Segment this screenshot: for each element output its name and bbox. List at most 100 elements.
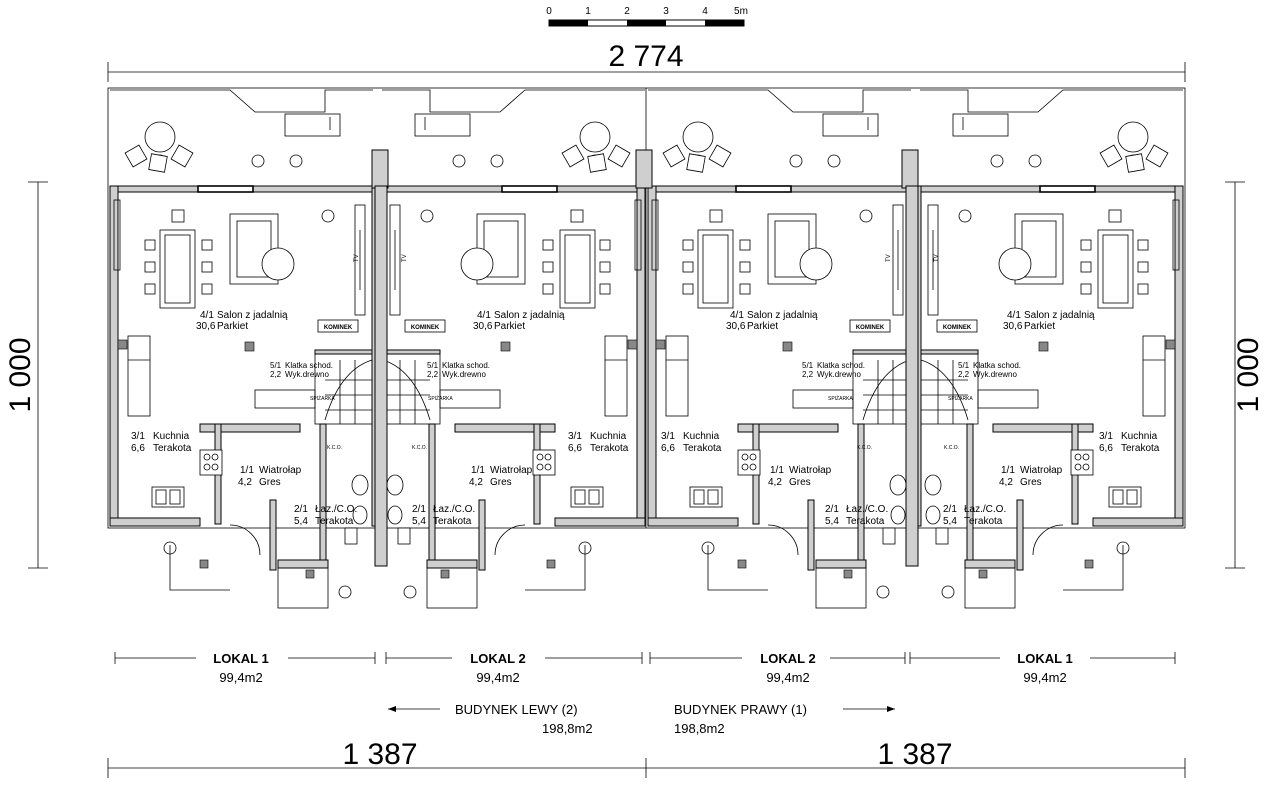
svg-text:Parkiet: Parkiet <box>217 321 248 332</box>
svg-text:Łaz./C.O.: Łaz./C.O. <box>846 504 888 515</box>
spizarka-label-2: SPIŻARKA <box>428 395 453 402</box>
svg-text:Terakota: Terakota <box>315 516 354 527</box>
room-labels-unit-4: 4/1 Salon z jadalnią 30,6 Parkiet 5/1 Kl… <box>943 310 1160 527</box>
tv-label-3: TV <box>886 254 892 262</box>
svg-text:Salon z jadalnią: Salon z jadalnią <box>494 310 565 321</box>
svg-text:Salon z jadalnią: Salon z jadalnią <box>217 310 288 321</box>
svg-text:Kuchnia: Kuchnia <box>1121 431 1158 442</box>
unit-3-name: LOKAL 2 <box>760 651 815 666</box>
kominek-label-2: KOMINEK <box>411 325 440 331</box>
unit-dimension-lines <box>114 652 1176 664</box>
tv-label-2: TV <box>402 254 408 262</box>
svg-text:4,2: 4,2 <box>469 477 483 488</box>
unit-1-area: 99,4m2 <box>219 670 262 685</box>
svg-text:Wiatrołap: Wiatrołap <box>1020 465 1063 476</box>
svg-text:Wyk.drewno: Wyk.drewno <box>442 370 486 379</box>
scale-tick-0: 0 <box>546 6 552 17</box>
svg-text:Wyk.drewno: Wyk.drewno <box>817 370 861 379</box>
svg-text:5/1: 5/1 <box>802 361 814 370</box>
svg-text:4/1: 4/1 <box>730 310 744 321</box>
svg-text:6,6: 6,6 <box>568 443 582 454</box>
side-dimensions: 1 000 1 000 <box>4 181 1265 569</box>
tv-label-4: TV <box>934 254 940 262</box>
svg-text:30,6: 30,6 <box>1003 321 1023 332</box>
svg-text:5/1: 5/1 <box>270 361 282 370</box>
svg-text:Terakota: Terakota <box>683 443 722 454</box>
building-left-area: 198,8m2 <box>542 721 593 736</box>
storage-labels: SPIŻARKA SPIŻARKA SPIŻARKA SPIŻARKA K.C.… <box>310 395 973 451</box>
svg-text:Terakota: Terakota <box>433 516 472 527</box>
svg-text:Gres: Gres <box>1020 477 1042 488</box>
unit-lokal-1-right <box>912 89 1184 609</box>
svg-text:1/1: 1/1 <box>1001 465 1015 476</box>
svg-text:Wiatrołap: Wiatrołap <box>789 465 832 476</box>
svg-text:6,6: 6,6 <box>661 443 675 454</box>
svg-text:Gres: Gres <box>259 477 281 488</box>
svg-text:Klatka schod.: Klatka schod. <box>973 361 1021 370</box>
svg-text:2/1: 2/1 <box>943 504 957 515</box>
svg-text:1/1: 1/1 <box>770 465 784 476</box>
room-labels-unit-3: 4/1 Salon z jadalnią 30,6 Parkiet 5/1 Kl… <box>661 310 888 527</box>
svg-text:2,2: 2,2 <box>802 370 814 379</box>
svg-text:Salon z jadalnią: Salon z jadalnią <box>747 310 818 321</box>
building-labels: BUDYNEK LEWY (2) 198,8m2 BUDYNEK PRAWY (… <box>388 702 895 736</box>
room-labels-unit-2: 4/1 Salon z jadalnią 30,6 Parkiet 5/1 Kl… <box>412 310 629 527</box>
unit-lokal-1-left <box>109 89 381 609</box>
top-dimension: 2 774 <box>107 40 1186 82</box>
bottom-dimensions: 1 387 1 387 <box>107 738 1186 778</box>
svg-text:2,2: 2,2 <box>427 370 439 379</box>
svg-text:Terakota: Terakota <box>964 516 1003 527</box>
unit-4-name: LOKAL 1 <box>1017 651 1072 666</box>
fireplaces: KOMINEK KOMINEK KOMINEK KOMINEK <box>317 319 978 333</box>
svg-text:5/1: 5/1 <box>427 361 439 370</box>
unit-2-area: 99,4m2 <box>476 670 519 685</box>
svg-text:Klatka schod.: Klatka schod. <box>442 361 490 370</box>
svg-text:2,2: 2,2 <box>270 370 282 379</box>
svg-text:Gres: Gres <box>490 477 512 488</box>
kco-label-2: K.C.O. <box>412 445 427 451</box>
unit-1-name: LOKAL 1 <box>213 651 268 666</box>
dimension-height-right: 1 000 <box>1232 337 1265 412</box>
svg-text:3/1: 3/1 <box>131 431 145 442</box>
scale-tick-1: 1 <box>585 6 591 17</box>
svg-text:4,2: 4,2 <box>768 477 782 488</box>
svg-text:4/1: 4/1 <box>1007 310 1021 321</box>
svg-text:4,2: 4,2 <box>999 477 1013 488</box>
kominek-label-3: KOMINEK <box>856 325 885 331</box>
svg-text:1/1: 1/1 <box>471 465 485 476</box>
svg-text:30,6: 30,6 <box>196 321 216 332</box>
svg-text:Kuchnia: Kuchnia <box>590 431 627 442</box>
scale-tick-4: 4 <box>702 6 708 17</box>
svg-text:Wiatrołap: Wiatrołap <box>490 465 533 476</box>
svg-text:4,2: 4,2 <box>238 477 252 488</box>
svg-text:2,2: 2,2 <box>958 370 970 379</box>
scale-tick-2: 2 <box>624 6 630 17</box>
svg-text:Łaz./C.O.: Łaz./C.O. <box>964 504 1006 515</box>
kco-label-3: K.C.O. <box>857 445 872 451</box>
svg-text:5,4: 5,4 <box>294 516 308 527</box>
unit-4-area: 99,4m2 <box>1023 670 1066 685</box>
svg-text:5,4: 5,4 <box>412 516 426 527</box>
svg-text:Wyk.drewno: Wyk.drewno <box>285 370 329 379</box>
svg-text:Wyk.drewno: Wyk.drewno <box>973 370 1017 379</box>
svg-text:3/1: 3/1 <box>568 431 582 442</box>
unit-labels: LOKAL 1 99,4m2 LOKAL 2 99,4m2 LOKAL 2 99… <box>213 651 1072 685</box>
dimension-total-width: 2 774 <box>608 40 683 73</box>
scale-bar: 0 1 2 3 4 5m <box>546 6 748 27</box>
party-wall-chimneys <box>371 149 919 567</box>
spizarka-label-3: SPIŻARKA <box>828 395 853 402</box>
kco-label-1: K.C.O. <box>327 445 342 451</box>
svg-text:4/1: 4/1 <box>477 310 491 321</box>
svg-text:3/1: 3/1 <box>661 431 675 442</box>
dimension-height-left: 1 000 <box>4 337 37 412</box>
svg-text:Klatka schod.: Klatka schod. <box>817 361 865 370</box>
svg-text:Terakota: Terakota <box>590 443 629 454</box>
building-right-name: BUDYNEK PRAWY (1) <box>674 702 807 717</box>
svg-text:30,6: 30,6 <box>473 321 493 332</box>
svg-text:2/1: 2/1 <box>412 504 426 515</box>
svg-text:Terakota: Terakota <box>153 443 192 454</box>
svg-text:5,4: 5,4 <box>943 516 957 527</box>
spizarka-label-4: SPIŻARKA <box>948 395 973 402</box>
scale-tick-3: 3 <box>663 6 669 17</box>
tv-labels: TV TV TV TV <box>354 254 940 262</box>
